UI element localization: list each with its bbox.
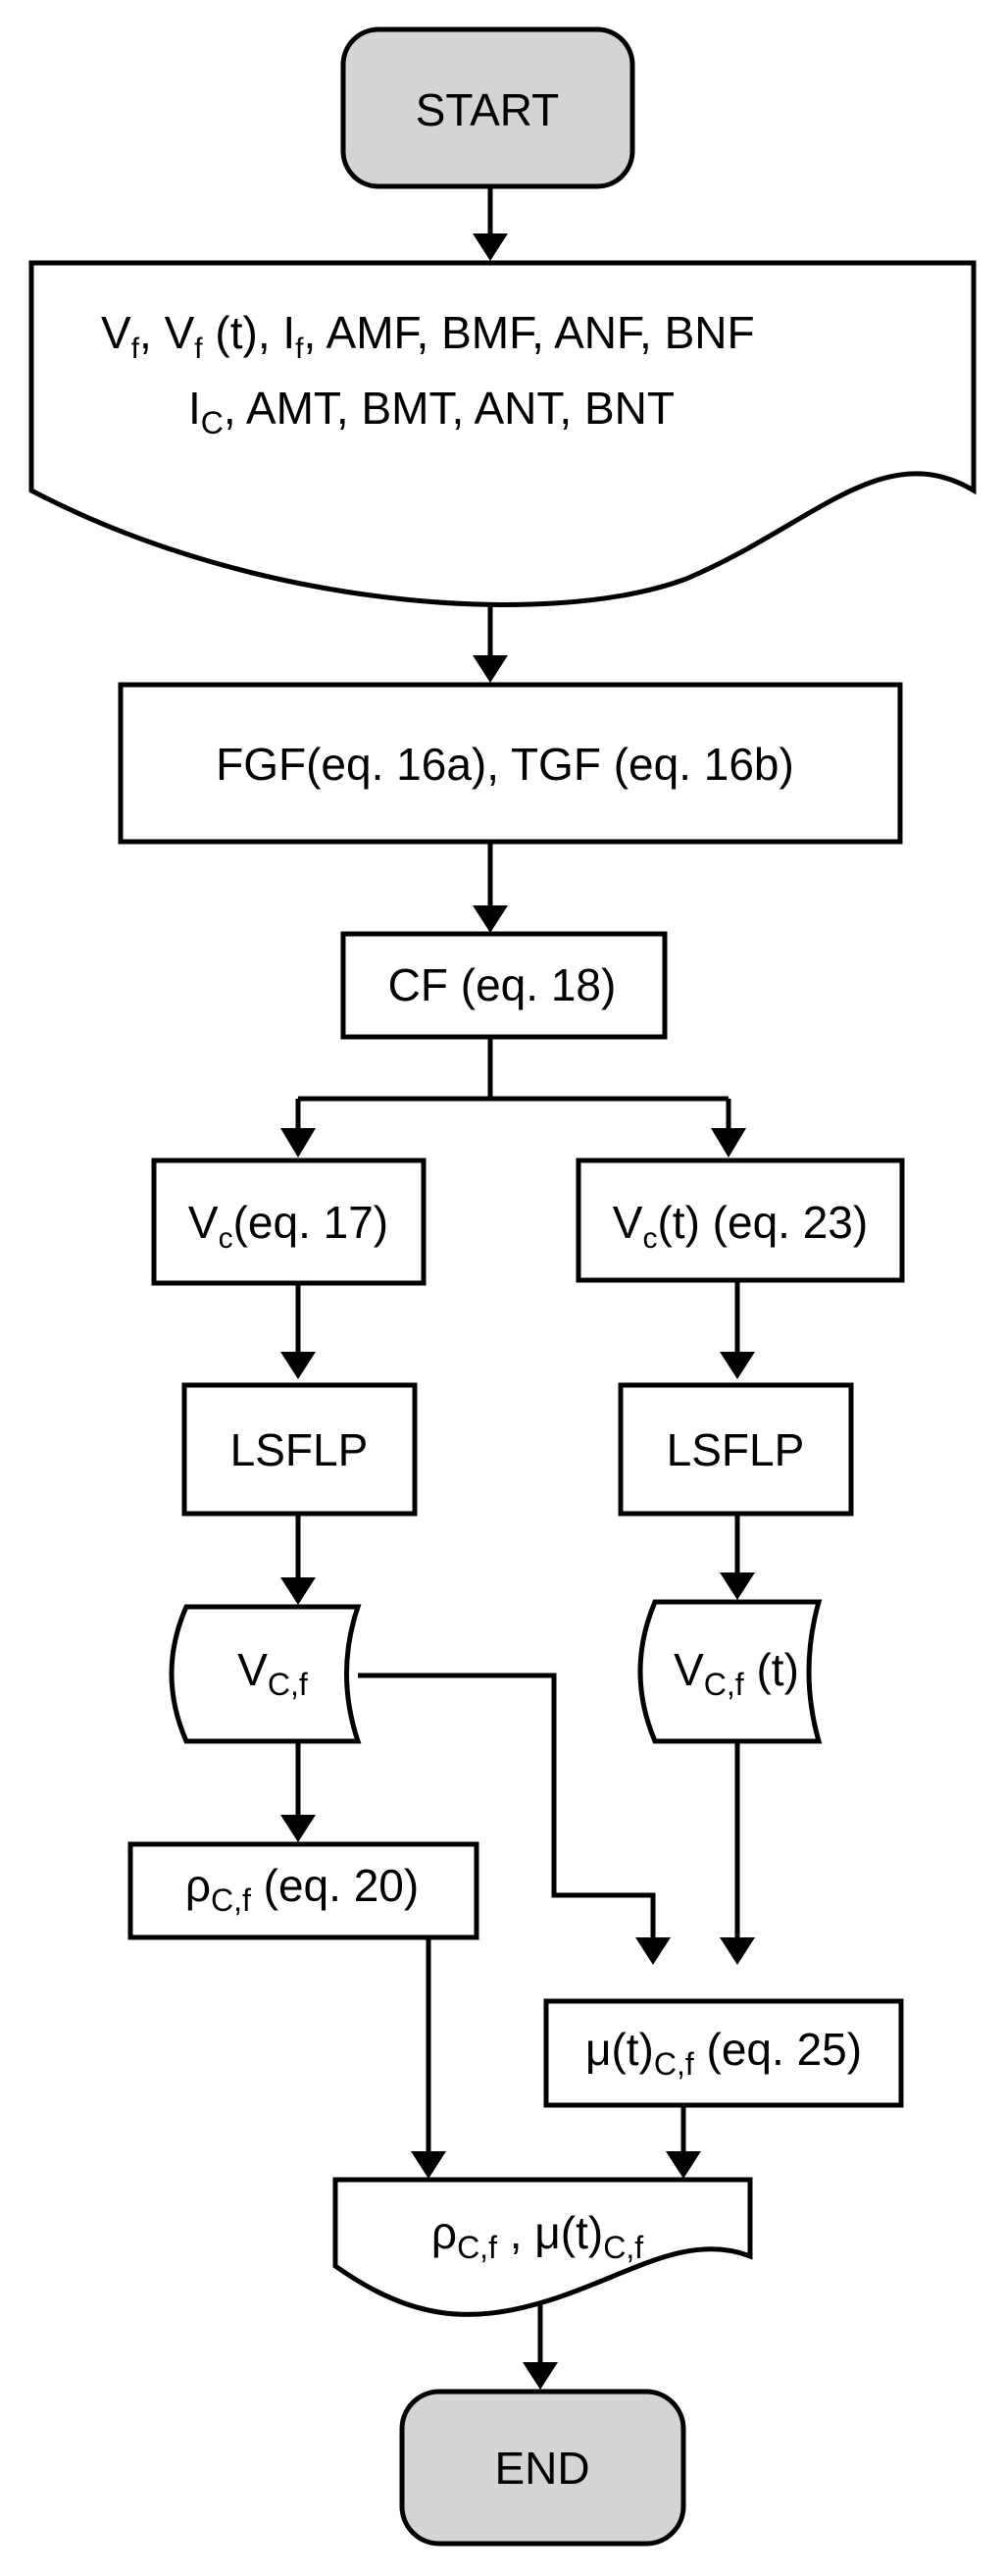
vc-right-process: Vc(t) (eq. 23) bbox=[576, 1158, 905, 1283]
fgf-tgf-process: FGF(eq. 16a), TGF (eq. 16b) bbox=[118, 682, 903, 845]
lsflp-left-label: LSFLP bbox=[230, 1424, 369, 1475]
cf-label: CF (eq. 18) bbox=[388, 959, 617, 1010]
vc-left-process: Vc(eq. 17) bbox=[151, 1158, 427, 1286]
vcf-right-data: VC,f (t) bbox=[637, 1599, 823, 1744]
mu-process: μ(t)C,f (eq. 25) bbox=[543, 1998, 904, 2108]
vcf-left-data: VC,f bbox=[169, 1604, 362, 1744]
rho-label: ρC,f (eq. 20) bbox=[185, 1860, 419, 1918]
input-line-2: IC, AMT, BMT, ANT, BNT bbox=[188, 383, 675, 440]
vc-right-label: Vc(t) (eq. 23) bbox=[613, 1197, 868, 1255]
vcf-right-label: VC,f (t) bbox=[674, 1644, 799, 1702]
vcf-left-label: VC,f bbox=[237, 1644, 308, 1702]
rho-process: ρC,f (eq. 20) bbox=[127, 1841, 479, 1940]
output-label: ρC,f , μ(t)C,f bbox=[431, 2207, 643, 2265]
connectors bbox=[280, 186, 755, 2390]
lsflp-right-process: LSFLP bbox=[618, 1382, 854, 1517]
lsflp-right-label: LSFLP bbox=[667, 1424, 805, 1475]
end-label: END bbox=[494, 2443, 589, 2494]
start-label: START bbox=[416, 84, 560, 135]
input-line-1: Vf, Vf (t), If, AMF, BMF, ANF, BNF bbox=[101, 307, 755, 365]
vc-left-label: Vc(eq. 17) bbox=[188, 1197, 388, 1255]
mu-label: μ(t)C,f (eq. 25) bbox=[585, 2024, 862, 2082]
start-terminal: START bbox=[340, 26, 635, 189]
cf-process: CF (eq. 18) bbox=[340, 931, 668, 1040]
end-terminal: END bbox=[399, 2389, 686, 2547]
fgf-tgf-label: FGF(eq. 16a), TGF (eq. 16b) bbox=[216, 739, 794, 790]
input-document: Vf, Vf (t), If, AMF, BMF, ANF, BNF IC, A… bbox=[28, 260, 977, 607]
lsflp-left-process: LSFLP bbox=[181, 1382, 418, 1517]
output-document: ρC,f , μ(t)C,f bbox=[332, 2177, 753, 2317]
